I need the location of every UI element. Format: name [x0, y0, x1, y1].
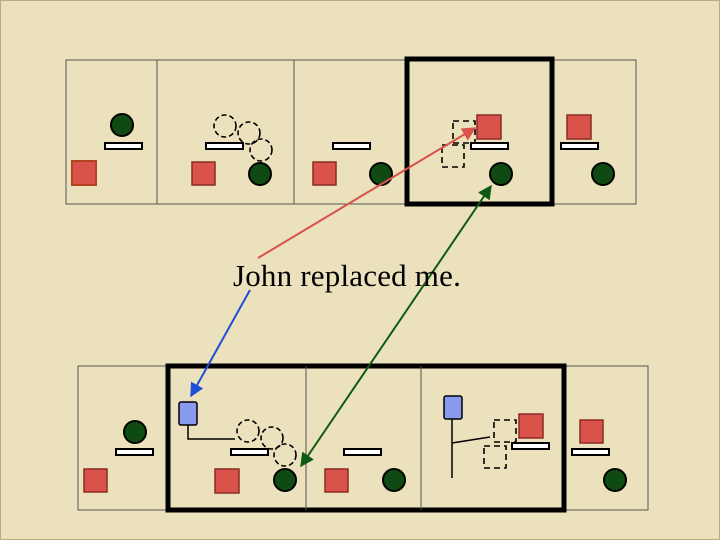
red-square-icon	[214, 468, 240, 494]
red-square-icon	[324, 468, 349, 493]
dashed-circle-icon	[249, 138, 273, 162]
top-row	[65, 56, 637, 207]
dashed-circle-icon	[213, 114, 237, 138]
blue-person-icon	[178, 401, 198, 426]
desk-bar-icon	[230, 448, 269, 456]
desk-bar-icon	[511, 442, 550, 450]
green-circle-icon	[273, 468, 297, 492]
green-arrow	[300, 184, 492, 468]
dashed-square-icon	[483, 445, 507, 469]
red-square-icon	[83, 468, 108, 493]
red-square-icon	[579, 419, 604, 444]
dashed-square-icon	[493, 419, 517, 443]
red-square-icon	[312, 161, 337, 186]
person-connector-line	[451, 436, 491, 444]
green-circle-icon	[382, 468, 406, 492]
red-square-icon	[518, 413, 544, 439]
green-circle-icon	[369, 162, 393, 186]
dashed-circle-icon	[260, 426, 284, 450]
desk-bar-icon	[104, 142, 143, 150]
green-circle-icon	[123, 420, 147, 444]
person-connector-line	[187, 425, 235, 440]
dashed-circle-icon	[237, 121, 261, 145]
red-square-icon	[71, 160, 97, 186]
desk-bar-icon	[205, 142, 244, 150]
blue-person-icon	[443, 395, 463, 420]
desk-bar-icon	[343, 448, 382, 456]
desk-bar-icon	[332, 142, 371, 150]
dashed-circle-icon	[236, 419, 260, 443]
green-circle-icon	[110, 113, 134, 137]
dashed-square-icon	[441, 144, 465, 168]
green-circle-icon	[603, 468, 627, 492]
green-circle-icon	[489, 162, 513, 186]
dashed-circle-icon	[273, 443, 297, 467]
blue-arrow	[190, 289, 251, 398]
green-circle-icon	[248, 162, 272, 186]
desk-bar-icon	[470, 142, 509, 150]
desk-bar-icon	[571, 448, 610, 456]
red-square-icon	[191, 161, 216, 186]
red-square-icon	[566, 114, 592, 140]
desk-bar-icon	[115, 448, 154, 456]
caption-text: John replaced me.	[232, 258, 462, 293]
red-square-icon	[476, 114, 502, 140]
green-circle-icon	[591, 162, 615, 186]
bottom-row	[77, 363, 649, 513]
desk-bar-icon	[560, 142, 599, 150]
